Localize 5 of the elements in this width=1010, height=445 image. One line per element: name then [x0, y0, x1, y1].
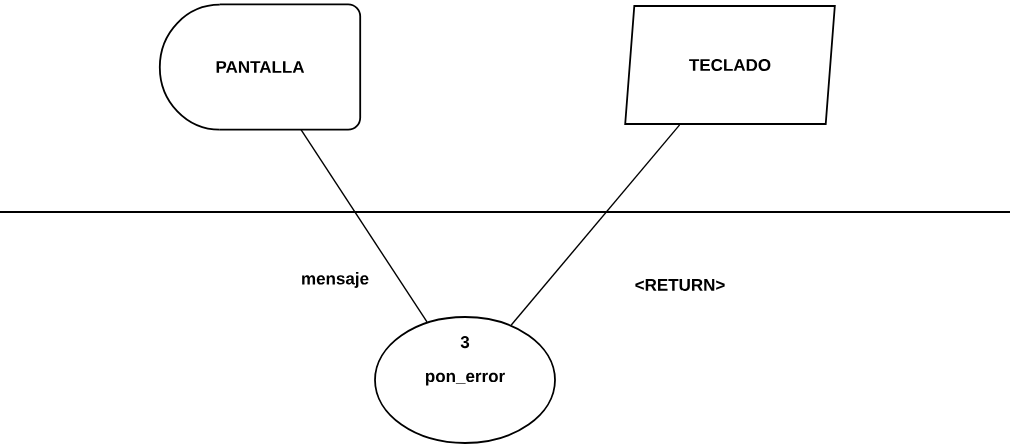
input-parallelogram: TECLADO: [624, 5, 836, 125]
connector-line: [300, 129, 428, 323]
edge-label: <RETURN>: [633, 278, 727, 292]
connector-line: [510, 124, 681, 326]
edge-label: mensaje: [300, 271, 371, 289]
